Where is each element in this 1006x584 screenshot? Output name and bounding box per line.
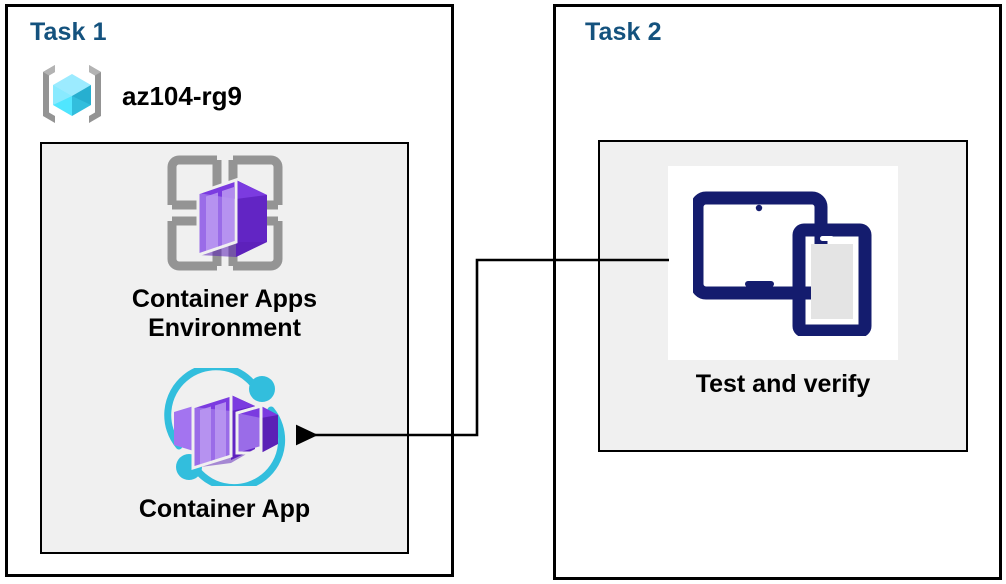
node-container-app[interactable]: Container App [40, 363, 409, 524]
azure-resource-group-icon [36, 60, 108, 133]
node-test-and-verify[interactable]: Test and verify [598, 166, 968, 399]
tablet-and-phone-icon [690, 186, 873, 341]
azure-container-apps-environment-icon [162, 150, 288, 281]
task-1-title: Task 1 [30, 18, 107, 46]
node-label-container-apps-environment: Container Apps Environment [131, 285, 318, 342]
azure-container-app-icon [157, 363, 293, 492]
node-label-test-and-verify: Test and verify [695, 370, 871, 398]
node-label-container-app: Container App [138, 495, 311, 523]
node-container-apps-environment[interactable]: Container Apps Environment [40, 150, 409, 343]
test-and-verify-tile [668, 166, 898, 360]
task-2-title: Task 2 [585, 18, 662, 46]
resource-group-label: az104-rg9 [122, 81, 242, 111]
resource-group-header: az104-rg9 [36, 60, 242, 133]
